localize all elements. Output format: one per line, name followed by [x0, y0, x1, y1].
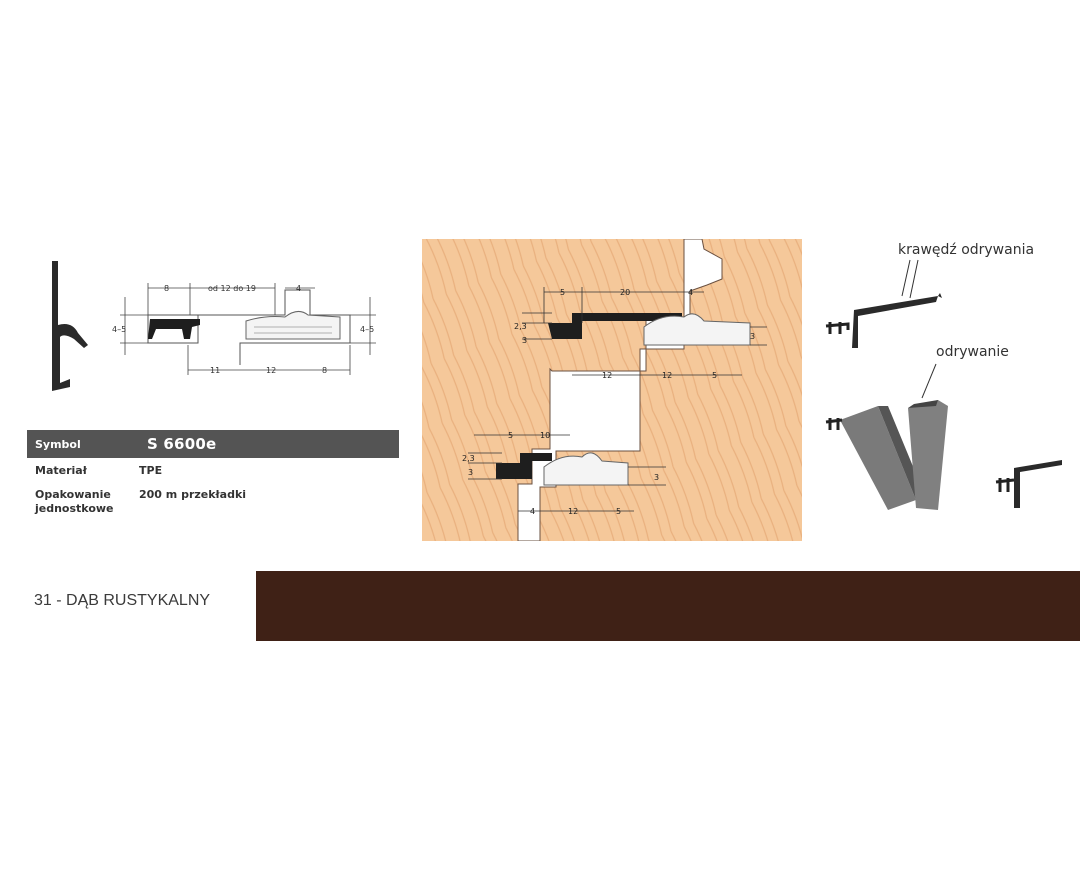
door-section-drawing: 5 20 4 2,3 3 3 12 12 5 5 10 2,3 3 3 4 12…: [422, 239, 802, 541]
dim-top-a: 8: [164, 284, 169, 293]
mid-dim-5: 5: [712, 371, 717, 380]
dim-bottom-a: 11: [210, 366, 220, 375]
packaging-label: Opakowanie jednostkowe: [27, 488, 139, 516]
dim-top-c: 4: [296, 284, 301, 293]
spec-table: Symbol S 6600e Materiał TPE Opakowanie j…: [27, 430, 399, 516]
dim-bottom-b: 12: [266, 366, 276, 375]
seal-profile-shape: [52, 261, 88, 391]
bottom-dim-10: 10: [540, 431, 550, 440]
mid-dim-12a: 12: [602, 371, 612, 380]
dim-side-right: 4–5: [360, 325, 374, 334]
bottom-dim-12: 12: [568, 507, 578, 516]
color-swatch: [256, 571, 1080, 641]
dim-top-b: od 12 do 19: [208, 284, 256, 293]
color-name-label: 31 - DĄB RUSTYKALNY: [34, 592, 211, 609]
spec-row-packaging: Opakowanie jednostkowe 200 m przekładki: [27, 488, 399, 516]
frame-gap: [517, 239, 723, 541]
profile-cross-section-drawing: 8 od 12 do 19 4 4–5 4–5 11 12 8: [52, 261, 376, 391]
packaging-label-line1: Opakowanie: [35, 488, 111, 501]
peel-illustration: krawędź odrywania odrywanie: [825, 242, 1062, 510]
top-dim-5: 5: [560, 288, 565, 297]
top-dim-20: 20: [620, 288, 630, 297]
bottom-right-3: 3: [654, 473, 659, 482]
dim-bottom-c: 8: [322, 366, 327, 375]
peel-label: odrywanie: [936, 344, 1009, 360]
material-value: TPE: [139, 464, 163, 477]
bottom-dim-4: 4: [530, 507, 535, 516]
spec-header: Symbol S 6600e: [27, 430, 399, 458]
bottom-left-3: 3: [468, 468, 473, 477]
bottom-dim-5b: 5: [616, 507, 621, 516]
top-dim-4: 4: [688, 288, 693, 297]
symbol-value: S 6600e: [147, 435, 217, 453]
packaging-value: 200 m przekładki: [139, 488, 247, 501]
material-label: Materiał: [35, 464, 87, 477]
packaging-label-line2: jednostkowe: [35, 502, 114, 515]
top-left-3: 3: [522, 336, 527, 345]
symbol-label: Symbol: [35, 437, 81, 451]
bottom-left-23: 2,3: [462, 454, 475, 463]
bottom-dim-5: 5: [508, 431, 513, 440]
mid-dim-12b: 12: [662, 371, 672, 380]
edge-label: krawędź odrywania: [898, 242, 1034, 258]
dim-side-left: 4–5: [112, 325, 126, 334]
spec-row-material: Materiał TPE: [27, 464, 399, 478]
top-left-23: 2,3: [514, 322, 527, 331]
top-right-3: 3: [750, 332, 755, 341]
